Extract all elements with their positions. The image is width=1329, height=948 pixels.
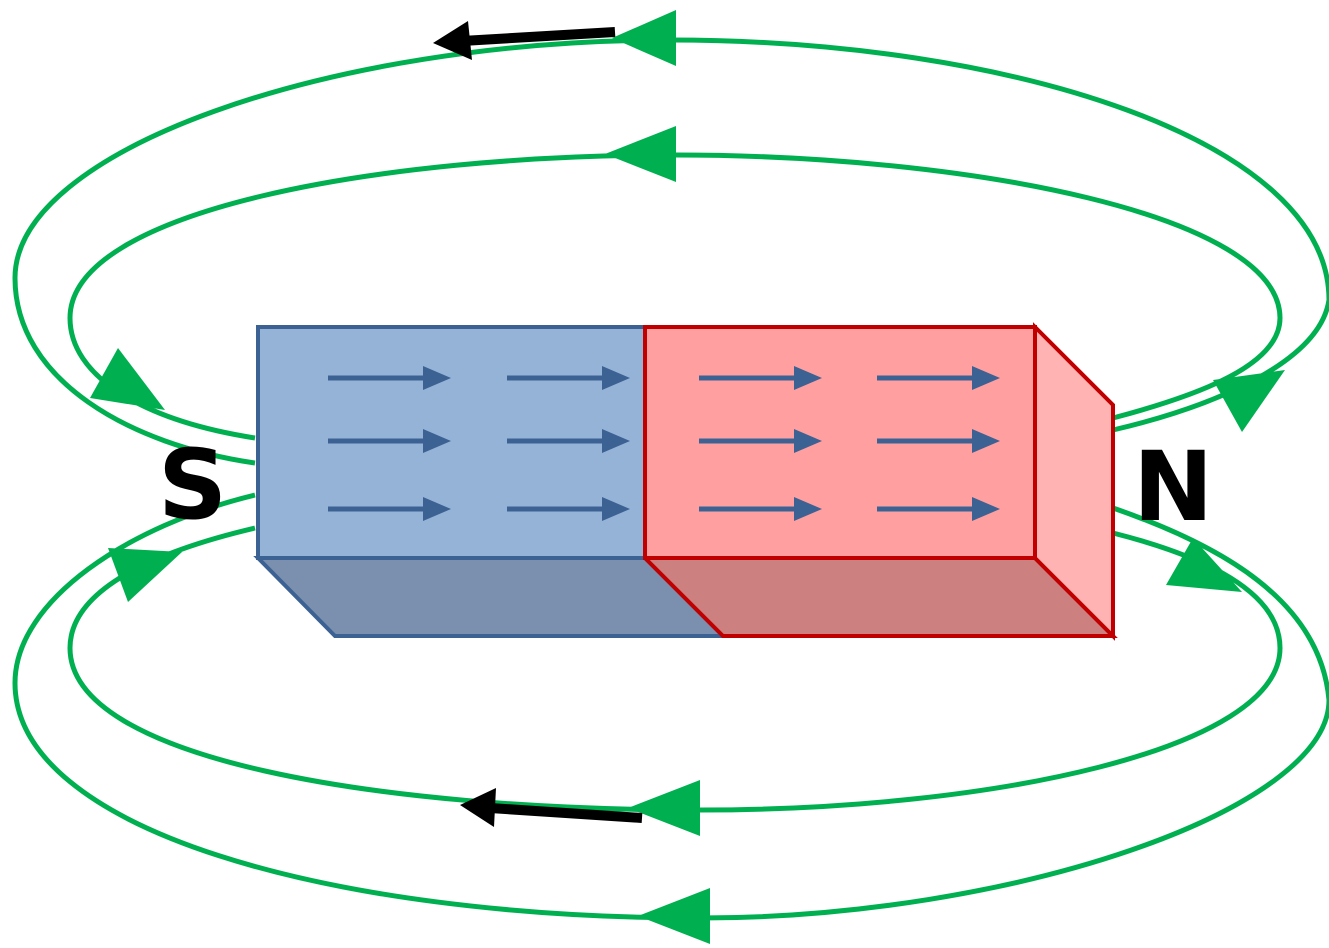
- field-arrow-top-outer: [612, 10, 676, 66]
- magnetization-arrow: [328, 366, 451, 390]
- north-pole-bottom-face: [640, 556, 1118, 638]
- magnetization-arrow: [699, 497, 822, 521]
- magnetization-arrow: [507, 366, 630, 390]
- magnetization-arrow: [877, 497, 1000, 521]
- compass-needles: [433, 21, 643, 827]
- north-pole-label: N: [1133, 431, 1213, 543]
- compass-needle-top: [433, 21, 616, 60]
- magnetization-arrow: [507, 497, 630, 521]
- magnetization-arrow: [877, 429, 1000, 453]
- field-direction-arrows: [90, 10, 1285, 944]
- magnetization-arrow: [507, 429, 630, 453]
- magnetization-arrows: [328, 366, 1000, 521]
- field-arrow-bottom-outer: [638, 888, 710, 944]
- magnetization-arrow: [877, 366, 1000, 390]
- south-pole-label: S: [158, 429, 227, 541]
- magnetization-arrow: [699, 429, 822, 453]
- field-arrow-left-top: [90, 348, 165, 410]
- south-pole-bottom-face: [253, 556, 728, 638]
- field-arrow-right-top: [1213, 370, 1285, 432]
- field-arrow-top-inner: [605, 126, 676, 182]
- magnetization-arrow: [328, 497, 451, 521]
- field-arrow-right-bottom: [1166, 538, 1242, 592]
- magnetization-arrow: [699, 366, 822, 390]
- magnetization-arrow: [328, 429, 451, 453]
- field-arrow-left-bottom: [108, 548, 182, 602]
- field-arrow-bottom-inner: [628, 780, 700, 836]
- compass-needle-bottom: [460, 788, 643, 827]
